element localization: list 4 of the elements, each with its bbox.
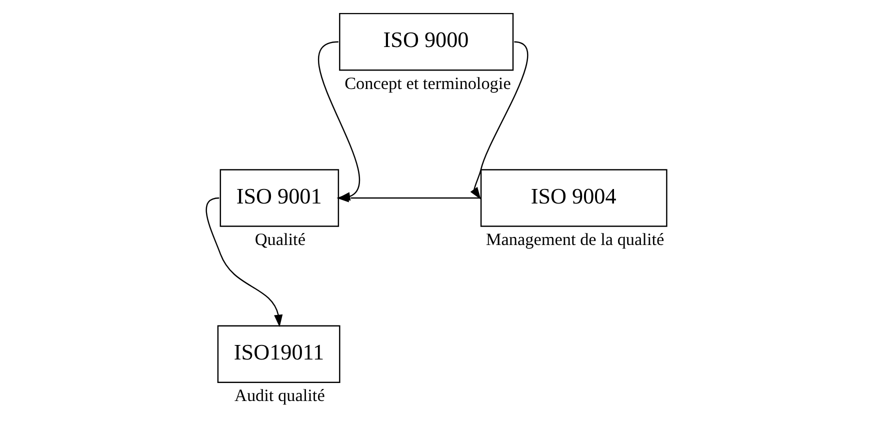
node-label: Concept et terminologie bbox=[344, 74, 510, 93]
node-label: Management de la qualité bbox=[485, 230, 664, 249]
node-label: Audit qualité bbox=[234, 386, 324, 406]
node-label: Qualité bbox=[254, 230, 305, 249]
